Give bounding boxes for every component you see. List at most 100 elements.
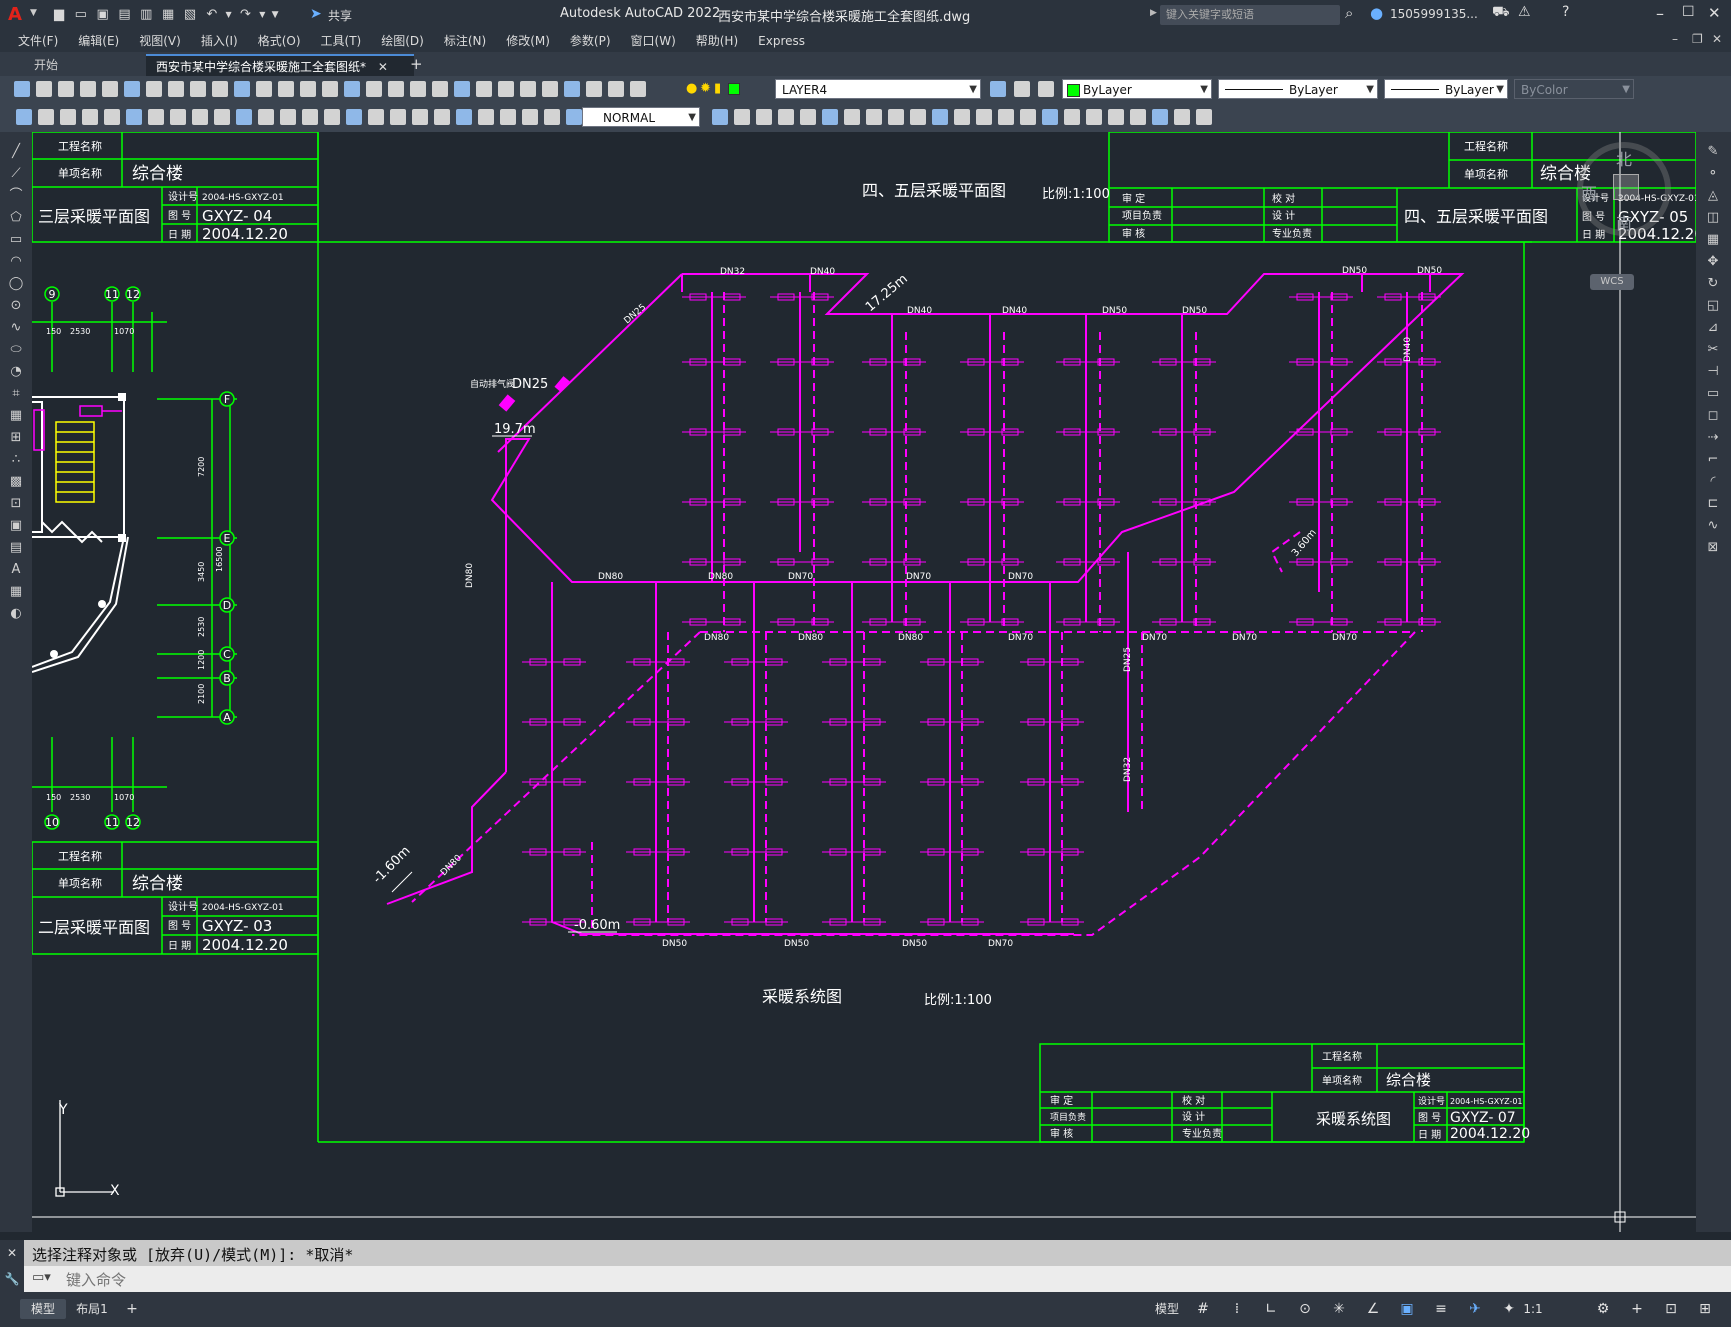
standard-tool-10-icon[interactable] [234, 81, 250, 97]
modify-tool-9-icon[interactable] [910, 109, 926, 125]
tab-model[interactable]: 模型 [20, 1299, 66, 1319]
dim-tool-16-icon[interactable] [368, 109, 384, 125]
standard-tool-8-icon[interactable] [190, 81, 206, 97]
redo-dropdown-icon[interactable]: ▼ [259, 10, 266, 19]
draw-tool-21-icon[interactable]: ◐ [10, 606, 22, 621]
dim-tool-11-icon[interactable] [258, 109, 274, 125]
menu-item-10[interactable]: 窗口(W) [630, 34, 676, 48]
cart-icon[interactable]: ⛟ [1492, 4, 1510, 20]
model-space-button[interactable]: 模型 [1154, 1302, 1179, 1316]
standard-tool-7-icon[interactable] [168, 81, 184, 97]
help-icon[interactable]: ? [1562, 4, 1570, 20]
menu-item-9[interactable]: 参数(P) [569, 34, 611, 48]
layer-on-bulb-icon[interactable]: ● [686, 81, 698, 96]
draw-tool-2-icon[interactable]: ⌒ [9, 188, 23, 203]
modify-tool-19-icon[interactable] [1130, 109, 1146, 125]
annotation-scale[interactable]: 1:1 [1523, 1302, 1543, 1316]
dimstyle-dropdown[interactable]: NORMAL▼ [582, 107, 700, 127]
web-save-icon[interactable]: ▦ [161, 7, 175, 22]
dim-tool-0-icon[interactable] [16, 109, 32, 125]
plotstyle-dropdown[interactable]: ByColor▼ [1514, 79, 1634, 99]
status-toggle-3-icon[interactable]: ⊙ [1299, 1301, 1311, 1317]
draw-tool-7-icon[interactable]: ⊙ [10, 298, 22, 313]
modify-tool-1-icon[interactable]: ⚬ [1707, 166, 1719, 181]
standard-tool-25-icon[interactable] [564, 81, 580, 97]
standard-tool-18-icon[interactable] [410, 81, 426, 97]
dim-tool-9-icon[interactable] [214, 109, 230, 125]
modify-tool-14-icon[interactable]: ⌐ [1707, 452, 1719, 467]
dim-tool-7-icon[interactable] [170, 109, 186, 125]
dim-tool-21-icon[interactable] [478, 109, 494, 125]
standard-tool-28-icon[interactable] [630, 81, 646, 97]
share-button[interactable]: 共享 [328, 9, 353, 23]
status-toggle-5-icon[interactable]: ∠ [1366, 1301, 1380, 1317]
search-icon[interactable]: ⌕ [1345, 4, 1354, 22]
menu-item-1[interactable]: 编辑(E) [78, 34, 120, 48]
modify-tool-16-icon[interactable] [1064, 109, 1080, 125]
command-prompt-icon[interactable]: ▭▾ [32, 1270, 51, 1285]
modify-tool-3-icon[interactable] [778, 109, 794, 125]
dim-tool-1-icon[interactable] [38, 109, 54, 125]
layer-tool-2-icon[interactable] [1038, 81, 1054, 97]
draw-tool-20-icon[interactable]: ▦ [9, 584, 23, 599]
standard-tool-17-icon[interactable] [388, 81, 404, 97]
status-toggle-11-icon[interactable]: + [1631, 1301, 1643, 1317]
menu-item-7[interactable]: 标注(N) [443, 34, 487, 48]
viewcube[interactable]: 北 西 南 [1577, 142, 1671, 236]
draw-tool-8-icon[interactable]: ∿ [10, 320, 22, 335]
modify-tool-16-icon[interactable]: ⊏ [1707, 496, 1719, 511]
modify-tool-0-icon[interactable]: ✎ [1707, 144, 1719, 159]
standard-tool-19-icon[interactable] [432, 81, 448, 97]
user-icon[interactable]: ● [1370, 4, 1384, 22]
draw-tool-9-icon[interactable]: ⬭ [10, 342, 22, 357]
draw-tool-13-icon[interactable]: ⊞ [10, 430, 22, 445]
share-icon[interactable]: ➤ [310, 6, 322, 22]
dim-tool-3-icon[interactable] [82, 109, 98, 125]
standard-tool-1-icon[interactable] [36, 81, 52, 97]
dim-tool-24-icon[interactable] [544, 109, 560, 125]
status-toggle-0-icon[interactable]: # [1197, 1301, 1209, 1317]
draw-tool-14-icon[interactable]: ∴ [11, 452, 21, 467]
modify-tool-6-icon[interactable]: ↻ [1707, 276, 1719, 291]
layer-unlock-icon[interactable]: ▮ [714, 81, 722, 96]
menu-item-12[interactable]: Express [758, 34, 805, 48]
draw-tool-17-icon[interactable]: ▣ [9, 518, 23, 533]
search-input[interactable]: 键入关键字或短语 [1160, 5, 1340, 25]
status-toggle-7-icon[interactable]: ≡ [1435, 1301, 1447, 1317]
draw-tool-4-icon[interactable]: ▭ [9, 232, 23, 247]
tab-layout1[interactable]: 布局1 [76, 1302, 108, 1316]
modify-tool-17-icon[interactable]: ∿ [1707, 518, 1719, 533]
modify-tool-12-icon[interactable]: ◻ [1707, 408, 1719, 423]
maximize-icon[interactable]: ☐ [1682, 4, 1695, 20]
standard-tool-26-icon[interactable] [586, 81, 602, 97]
modify-tool-5-icon[interactable]: ✥ [1707, 254, 1719, 269]
standard-tool-6-icon[interactable] [146, 81, 162, 97]
app-logo[interactable]: A [8, 4, 22, 25]
standard-tool-9-icon[interactable] [212, 81, 228, 97]
save-icon[interactable]: ▣ [96, 7, 109, 22]
modify-tool-18-icon[interactable] [1108, 109, 1124, 125]
status-toggle-4-icon[interactable]: ✳ [1333, 1301, 1345, 1317]
viewcube-north[interactable]: 北 [1616, 150, 1633, 169]
doc-restore-icon[interactable]: ❐ [1692, 32, 1703, 46]
standard-tool-27-icon[interactable] [608, 81, 624, 97]
undo-icon[interactable]: ↶ [206, 7, 218, 22]
save-as-icon[interactable]: ▤ [118, 7, 131, 22]
modify-tool-21-icon[interactable] [1174, 109, 1190, 125]
status-toggle-13-icon[interactable]: ⊞ [1699, 1301, 1711, 1317]
app-menu-chevron-icon[interactable]: ▼ [30, 8, 37, 18]
draw-tool-18-icon[interactable]: ▤ [9, 540, 23, 555]
menu-item-0[interactable]: 文件(F) [18, 34, 59, 48]
dim-tool-6-icon[interactable] [148, 109, 164, 125]
new-tab-plus-icon[interactable]: + [410, 55, 423, 73]
standard-tool-2-icon[interactable] [58, 81, 74, 97]
modify-tool-8-icon[interactable]: ⊿ [1707, 320, 1719, 335]
viewcube-west[interactable]: 西 [1581, 184, 1598, 203]
layer-tool-1-icon[interactable] [1014, 81, 1030, 97]
modify-tool-15-icon[interactable] [1042, 109, 1058, 125]
draw-tool-19-icon[interactable]: A [11, 562, 21, 577]
tab-close-icon[interactable]: ✕ [377, 60, 388, 74]
draw-tool-10-icon[interactable]: ◔ [10, 364, 22, 379]
modify-tool-6-icon[interactable] [844, 109, 860, 125]
modify-tool-17-icon[interactable] [1086, 109, 1102, 125]
